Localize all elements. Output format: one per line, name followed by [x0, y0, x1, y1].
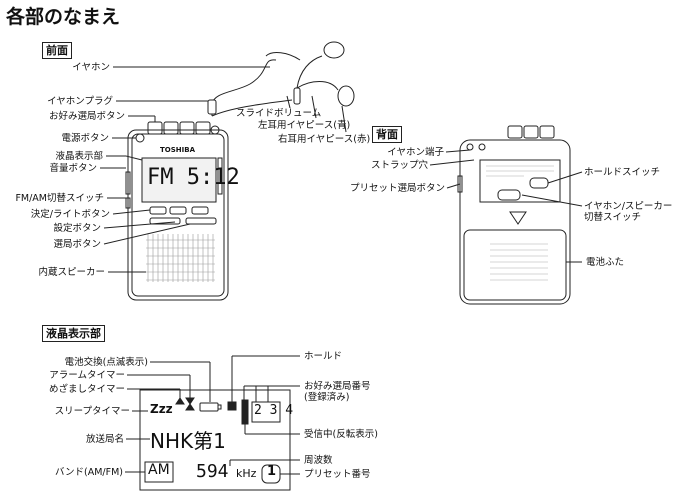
back-label-text-lines — [486, 165, 554, 281]
label-earphone-speaker-switch-1: イヤホン/スピーカー — [584, 201, 673, 212]
lcd-preset-number: 1 — [267, 464, 277, 479]
label-hold-switch: ホールドスイッチ — [584, 167, 661, 178]
lcd-frequency: 594 — [196, 461, 229, 482]
label-earphone-plug: イヤホンプラグ — [47, 96, 113, 107]
lcd-band: AM — [148, 462, 170, 478]
page-title: 各部のなまえ — [6, 6, 121, 28]
label-preset-number-1: お好み選局番号 — [304, 381, 371, 392]
label-volume-button: 音量ボタン — [49, 163, 97, 174]
label-preset-buttons: お好み選局ボタン — [48, 111, 125, 122]
label-power-button: 電源ボタン — [61, 133, 109, 144]
lcd-leader-lines — [125, 355, 300, 475]
back-radio-illustration — [457, 125, 571, 305]
earphone-cable — [207, 41, 355, 117]
label-left-earpiece: 左耳用イヤピース(青) — [258, 120, 351, 131]
label-receiving: 受信中(反転表示) — [304, 429, 378, 440]
front-leader-lines — [100, 66, 347, 273]
label-band: バンド(AM/FM) — [55, 467, 123, 478]
front-heading: 前面 — [42, 42, 72, 59]
label-alarm-timer: アラームタイマー — [49, 370, 125, 381]
label-preset-number-2: (登録済み) — [304, 392, 350, 403]
label-wake-timer: めざましタイマー — [48, 384, 125, 395]
lcd-frequency-unit: kHz — [236, 467, 257, 480]
label-preset-tuning-button: プリセット選局ボタン — [349, 183, 445, 194]
back-leader-lines — [429, 149, 583, 263]
label-earphone: イヤホン — [72, 62, 110, 73]
label-station-name: 放送局名 — [85, 434, 124, 445]
label-enter-light-button: 決定/ライトボタン — [30, 209, 110, 220]
label-strap-hole: ストラップ穴 — [370, 160, 428, 171]
label-hold: ホールド — [304, 351, 343, 362]
lcd-heading: 液晶表示部 — [42, 325, 105, 342]
label-slide-volume: スライドボリューム — [236, 108, 322, 119]
lcd-preset-digits: 2 3 4 — [254, 403, 294, 418]
front-speaker-grille — [146, 234, 215, 282]
label-preset-number: プリセット番号 — [304, 469, 371, 480]
label-sleep-timer: スリープタイマー — [54, 406, 130, 417]
label-battery-cover: 電池ふた — [586, 257, 625, 268]
label-earphone-speaker-switch-2: 切替スイッチ — [584, 212, 642, 223]
label-frequency: 周波数 — [304, 455, 333, 466]
lcd-sleep-zzz: Zzz — [150, 402, 173, 416]
label-setting-button: 設定ボタン — [53, 223, 101, 234]
label-lcd: 液晶表示部 — [55, 151, 103, 162]
label-battery-replace: 電池交換(点滅表示) — [64, 357, 148, 368]
lcd-station-name: NHK第1 — [150, 429, 226, 453]
label-right-earpiece: 右耳用イヤピース(赤) — [278, 134, 371, 145]
lcd-panel — [139, 389, 291, 491]
label-tuning-button: 選局ボタン — [53, 239, 101, 250]
label-fm-am-switch: FM/AM切替スイッチ — [15, 193, 104, 204]
brand-logo-text: TOSHIBA — [160, 146, 195, 154]
label-earphone-jack: イヤホン端子 — [387, 147, 444, 158]
device-display-readout: FM 5:12 — [147, 165, 240, 190]
label-speaker: 内蔵スピーカー — [38, 267, 105, 278]
back-heading: 背面 — [372, 126, 402, 143]
